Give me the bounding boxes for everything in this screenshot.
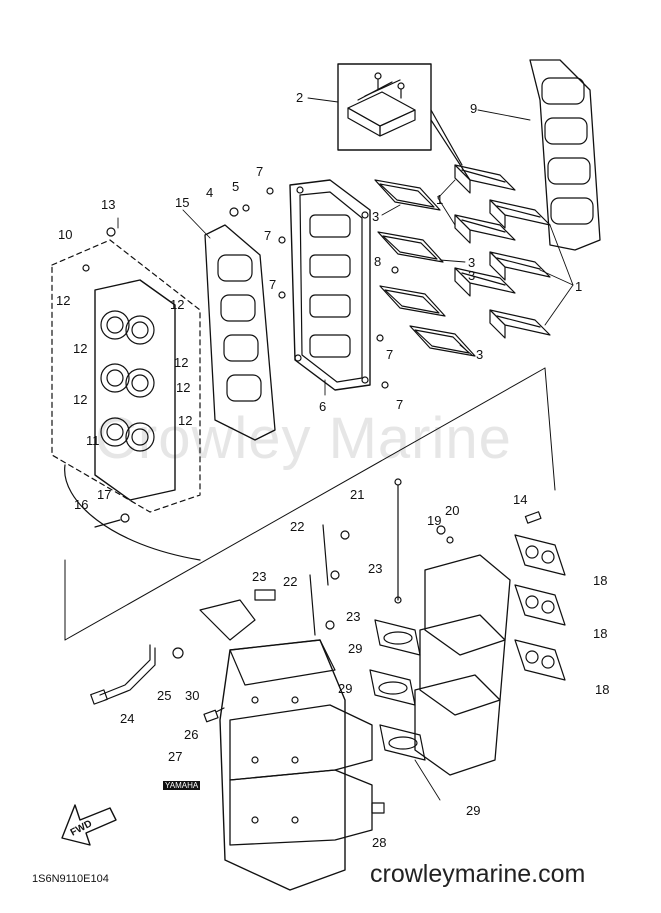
part-label: 12 bbox=[174, 355, 189, 370]
part-label: 23 bbox=[368, 561, 383, 576]
part-label: 19 bbox=[427, 513, 442, 528]
part-label: 5 bbox=[232, 179, 240, 194]
part-label: 2 bbox=[296, 90, 304, 105]
part-label: 12 bbox=[170, 297, 185, 312]
leader-lines bbox=[117, 97, 574, 801]
diagram-code: 1S6N9110E104 bbox=[32, 873, 109, 885]
part-label: 17 bbox=[97, 487, 112, 502]
part-label: 14 bbox=[513, 492, 528, 507]
part-label: 27 bbox=[168, 749, 183, 764]
reed-valve-detail-inset bbox=[337, 63, 471, 181]
part-label: 28 bbox=[372, 835, 387, 850]
website-url: crowleymarine.com bbox=[370, 860, 586, 888]
part-label: 26 bbox=[184, 727, 199, 742]
part-label: 7 bbox=[269, 277, 277, 292]
part-label: 7 bbox=[264, 228, 272, 243]
part-label: 11 bbox=[86, 433, 100, 448]
part-label: 3 bbox=[468, 255, 476, 270]
part-label: 9 bbox=[470, 101, 478, 116]
part-label: 29 bbox=[466, 803, 481, 818]
reed-valve-assemblies bbox=[454, 164, 551, 339]
part-label: 8 bbox=[374, 254, 382, 269]
fwd-arrow-icon bbox=[61, 804, 117, 846]
part-label: 12 bbox=[73, 341, 88, 356]
part-label: 3 bbox=[372, 209, 380, 224]
linkage-rods bbox=[309, 478, 402, 636]
gasket-15 bbox=[204, 224, 276, 441]
part-label: 18 bbox=[595, 682, 610, 697]
part-label: 7 bbox=[386, 347, 394, 362]
carburetors bbox=[414, 554, 511, 776]
part-label: 24 bbox=[120, 711, 135, 726]
part-label: 29 bbox=[338, 681, 353, 696]
carb-gaskets-18 bbox=[514, 534, 566, 681]
part-label: 10 bbox=[58, 227, 73, 242]
part-label: 21 bbox=[350, 487, 365, 502]
part-label: 12 bbox=[73, 392, 88, 407]
assembly-boundary-lines bbox=[64, 367, 556, 641]
bolts bbox=[203, 707, 385, 814]
part-label: 12 bbox=[56, 293, 71, 308]
part-label: 29 bbox=[348, 641, 363, 656]
part-label: 15 bbox=[175, 195, 190, 210]
watermark: Crowley Marine bbox=[95, 406, 512, 471]
part-label: 22 bbox=[290, 519, 305, 534]
reed-gaskets-3 bbox=[374, 179, 476, 357]
part-label: 16 bbox=[74, 497, 89, 512]
reed-valve-block-6 bbox=[289, 179, 371, 391]
part-label: 30 bbox=[185, 688, 200, 703]
part-label: 7 bbox=[256, 164, 264, 179]
throttle-body bbox=[94, 279, 176, 501]
hose-24 bbox=[64, 464, 201, 705]
part-label: 23 bbox=[346, 609, 361, 624]
part-label: 1 bbox=[436, 192, 444, 207]
throttle-body-dashed-outline bbox=[51, 239, 201, 513]
brand-plate: YAMAHA bbox=[163, 781, 201, 790]
part-label: 4 bbox=[206, 185, 214, 200]
part-label: 22 bbox=[283, 574, 298, 589]
part-label: 18 bbox=[593, 573, 608, 588]
part-label: 6 bbox=[319, 399, 327, 414]
gaskets-29 bbox=[369, 619, 426, 761]
part-label: 18 bbox=[593, 626, 608, 641]
part-label: 1 bbox=[575, 279, 583, 294]
gasket-9 bbox=[529, 59, 601, 251]
part-label: 23 bbox=[252, 569, 267, 584]
part-label: 13 bbox=[101, 197, 116, 212]
part-label: 3 bbox=[476, 347, 484, 362]
part-label: 7 bbox=[396, 397, 404, 412]
fasteners bbox=[82, 187, 542, 544]
part-label: 12 bbox=[176, 380, 191, 395]
part-label: 3 bbox=[468, 268, 476, 283]
part-label: 20 bbox=[445, 503, 460, 518]
intake-silencer-26 bbox=[199, 589, 373, 891]
part-label: 12 bbox=[178, 413, 193, 428]
part-label: 25 bbox=[157, 688, 172, 703]
